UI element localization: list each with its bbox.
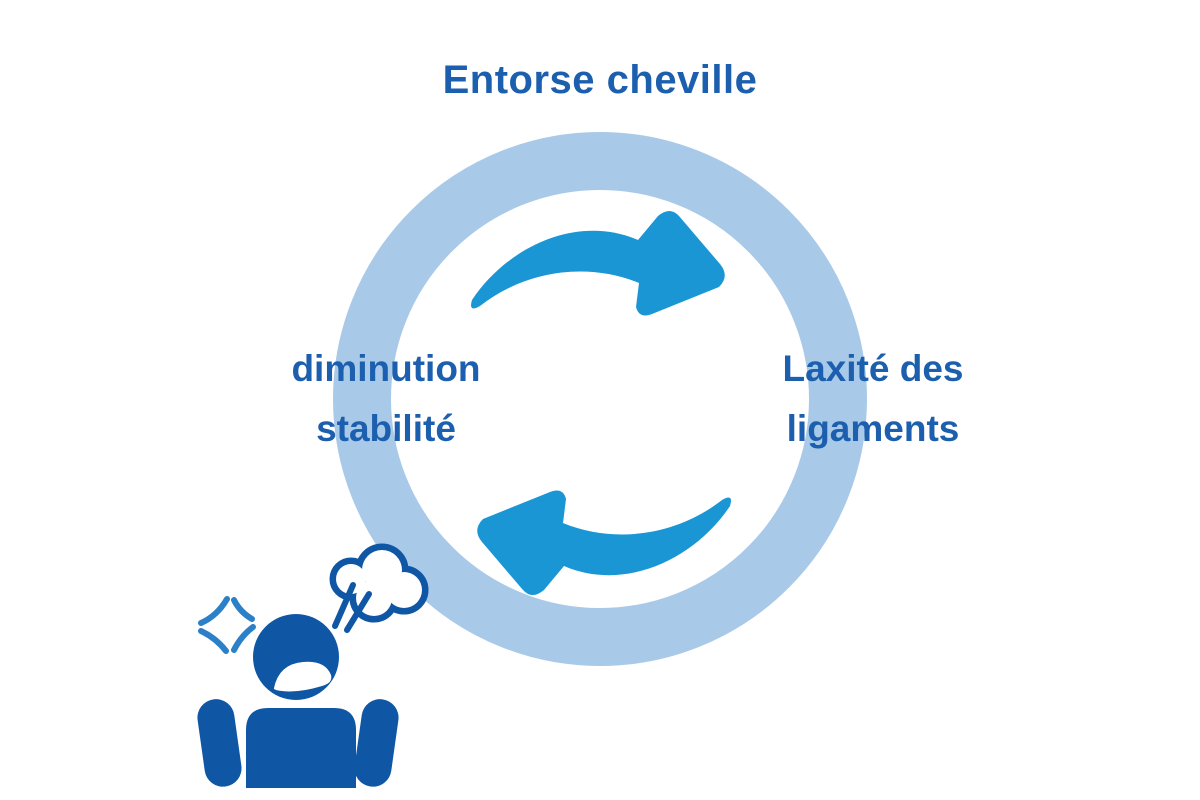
cycle-label-right-line2: ligaments	[786, 408, 960, 449]
steam-line	[344, 591, 372, 633]
cycle-ring	[333, 132, 867, 666]
diagram-title: Entorse cheville	[442, 58, 758, 102]
clockwise-arrow-bottom-icon	[477, 490, 731, 595]
cycle-label-left: diminution stabilité	[246, 339, 526, 459]
person-right-arm	[354, 699, 399, 787]
steam-cloud-fill-bump	[356, 580, 392, 616]
steam-cloud-fill-bump	[336, 564, 366, 594]
person-torso	[246, 708, 356, 788]
frustrated-person-icon	[197, 614, 399, 788]
clockwise-arrow-top-icon	[471, 211, 725, 316]
anger-mark-icon	[198, 596, 256, 654]
steam-cloud-fill	[336, 550, 422, 616]
steam-line	[332, 582, 356, 629]
person-left-arm	[197, 699, 242, 787]
cycle-label-left-line1: diminution	[291, 348, 481, 389]
cycle-label-right-line1: Laxité des	[782, 348, 964, 389]
steam-cloud-fill-bump	[386, 572, 422, 608]
steam-lines-icon	[332, 582, 372, 633]
cycle-label-left-line2: stabilité	[316, 408, 456, 449]
cycle-label-right: Laxité des ligaments	[733, 339, 1013, 459]
person-mouth	[273, 661, 332, 692]
